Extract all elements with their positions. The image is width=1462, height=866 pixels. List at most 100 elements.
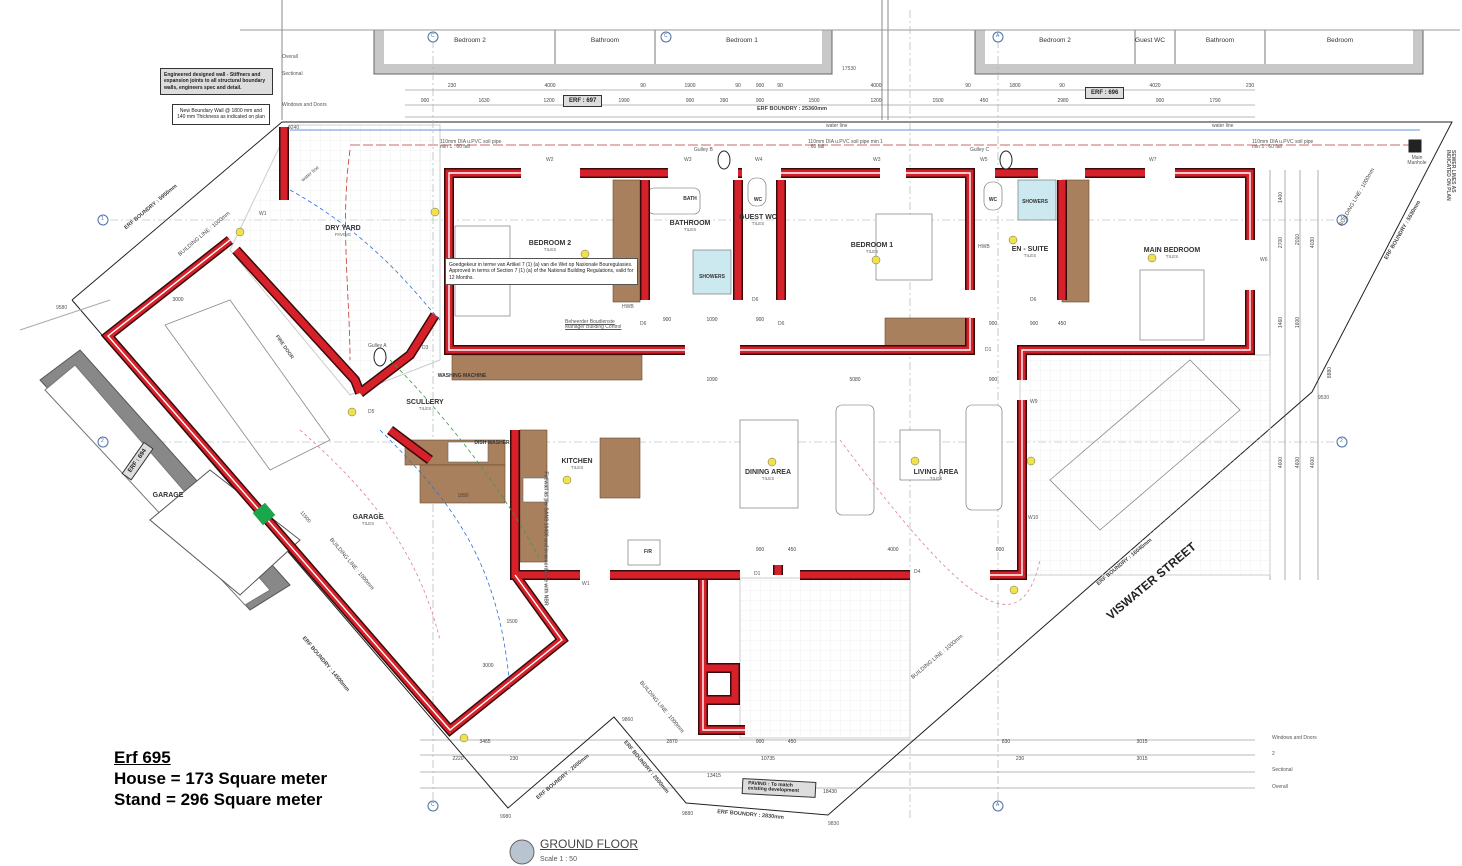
- hwb-label: HWB: [622, 304, 634, 310]
- window-tag: W2: [546, 157, 554, 163]
- level-marker: 9240: [288, 125, 300, 131]
- dimension-text: 1600: [1295, 316, 1302, 329]
- level-marker: 9580: [56, 305, 68, 311]
- dimension-text: 1800: [1009, 83, 1021, 89]
- main-manhole-label: Main Manhole: [1407, 155, 1427, 166]
- neighbour-room-label: Bathroom: [590, 37, 620, 44]
- dimension-text: 450: [787, 547, 797, 553]
- stand-area: Stand = 296 Square meter: [114, 790, 323, 809]
- neighbour-garage: [39, 349, 301, 611]
- dimension-text: 900: [988, 321, 998, 327]
- window-tag: W7: [1149, 157, 1157, 163]
- section-label: 2: [1272, 751, 1275, 757]
- dimension-text: 2980: [1057, 98, 1069, 104]
- water-line-label: water line: [1212, 123, 1234, 129]
- wc-label: WC: [753, 197, 763, 203]
- dimension-text: 90: [965, 83, 971, 89]
- dimension-text: 1200: [543, 98, 555, 104]
- window-tag: W3: [873, 157, 881, 163]
- dimension-text: 900: [1029, 321, 1039, 327]
- window-tag: W1: [582, 581, 590, 587]
- grid-label: C: [431, 33, 435, 39]
- boundary-wall-note: New Boundary Wall @ 1800 mm and 140 mm T…: [172, 104, 270, 125]
- dimension-text: 900: [662, 317, 672, 323]
- dimension-text: 10735: [761, 756, 775, 762]
- dimension-text: 1500: [932, 98, 944, 104]
- showers-label: SHOWERS: [1022, 199, 1048, 205]
- grid-label: C: [664, 33, 668, 39]
- approval-stamp: Goedgekeur in terme van Artikel 7 (1) (a…: [445, 258, 638, 285]
- dimension-text: 90: [777, 83, 783, 89]
- dimension-text: 230: [447, 83, 457, 89]
- level-marker: 9860: [622, 717, 634, 723]
- neighbour-erf-label: ERF : 696: [1085, 87, 1125, 99]
- window-tag: W1: [259, 211, 267, 217]
- gulley-label: Gulley B: [694, 147, 713, 153]
- firewall-note: Firewall as per SANS 10400 and in accord…: [542, 471, 549, 606]
- neighbour-room-label: Guest WC: [1135, 37, 1165, 44]
- door-tag: D6: [752, 297, 759, 303]
- soil-pipe-label: 110mm DIA u.PVC soil pipe min 1 : 60 fal…: [808, 139, 883, 150]
- neighbour-room-label: Bathroom: [1205, 37, 1235, 44]
- dimension-text: 13415: [707, 773, 721, 779]
- level-marker: 9880: [682, 811, 694, 817]
- dimension-text: 90: [640, 83, 646, 89]
- building-control-stamp: Beheerder Boudienste Manager Building Co…: [565, 319, 622, 330]
- dimension-text: 3000: [172, 297, 184, 303]
- grid-label: A: [996, 33, 1000, 39]
- dimension-text: 1790: [1209, 98, 1221, 104]
- expansion-joint: [252, 502, 276, 526]
- window-tag: W9: [1030, 399, 1038, 405]
- level-marker: 9980: [500, 814, 512, 820]
- neighbour-room-label: Bedroom 2: [1039, 37, 1071, 44]
- water-line-label: water line: [826, 123, 848, 129]
- door-tag: D5: [368, 409, 375, 415]
- dimension-text: 3015: [1136, 739, 1148, 745]
- gulley-label: Gulley C: [970, 147, 990, 153]
- fridge-label: F/R: [643, 549, 653, 555]
- door-tag: D6: [640, 321, 647, 327]
- dimension-text: 4020: [1149, 83, 1161, 89]
- section-label: Windows and Doors: [282, 102, 327, 108]
- dimension-text: 8880: [1327, 366, 1334, 379]
- dimension-text: 900: [755, 547, 765, 553]
- bath-label: BATH: [683, 196, 697, 202]
- dimension-text: 900: [755, 98, 765, 104]
- dimension-text: 450: [1057, 321, 1067, 327]
- dimension-text: 1090: [706, 317, 718, 323]
- dimension-text: 3465: [479, 739, 491, 745]
- engineered-wall-note: Engineered designed wall - Stiffners and…: [160, 68, 273, 95]
- dimension-text: 900: [420, 98, 430, 104]
- dimension-text: 830: [1001, 739, 1011, 745]
- dimension-text: 230: [509, 756, 519, 762]
- drawing-scale: Scale 1 : 50: [540, 856, 577, 863]
- dimension-text: 18430: [823, 789, 837, 795]
- neighbour-room-label: Bedroom 1: [726, 37, 758, 44]
- drawing-title: GROUND FLOOR: [540, 837, 639, 851]
- door-tag: D6: [778, 321, 785, 327]
- window-tag: W3: [684, 157, 692, 163]
- dimension-text: 450: [787, 739, 797, 745]
- walls: [100, 127, 1255, 737]
- grid-label: 2: [1340, 438, 1343, 444]
- dimension-text: 1500: [506, 619, 518, 625]
- dimension-text: 5080: [849, 377, 861, 383]
- showers-label: SHOWERS: [699, 274, 725, 280]
- window-tag: W5: [980, 157, 988, 163]
- grid-label: A: [996, 802, 1000, 808]
- window-tag: W10: [1028, 515, 1039, 521]
- window-tag: W4: [755, 157, 763, 163]
- section-label: Overall: [282, 54, 298, 60]
- neighbour-room-label: Bedroom: [1326, 37, 1354, 44]
- erf-boundary: [19, 121, 1453, 816]
- dimension-text: 1200: [870, 98, 882, 104]
- hwb-label: HWB: [978, 244, 990, 250]
